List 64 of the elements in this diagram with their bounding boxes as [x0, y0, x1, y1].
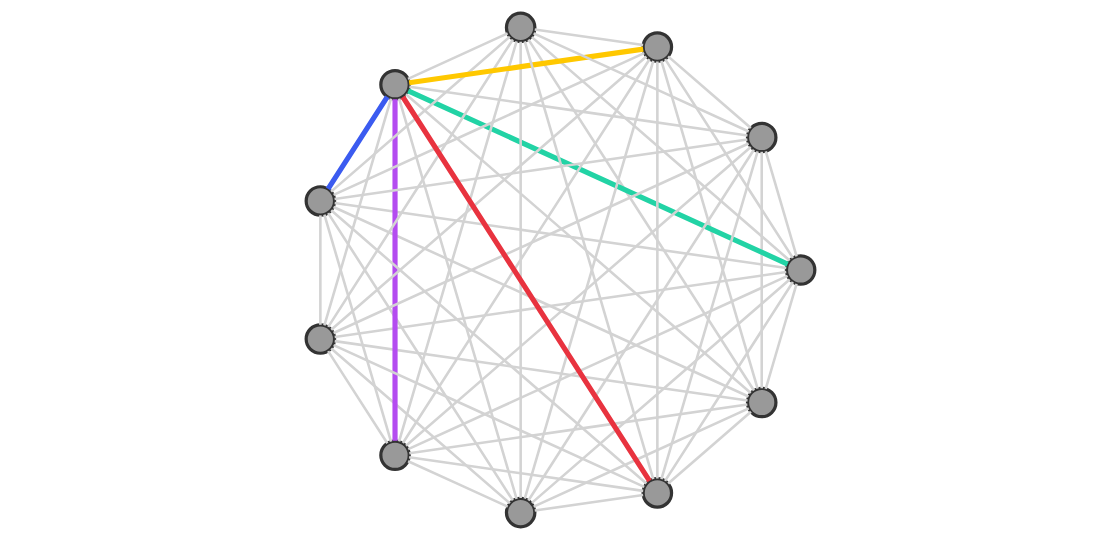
- node-circle: [641, 477, 673, 509]
- node-circle: [745, 121, 778, 154]
- connector: [663, 58, 794, 259]
- connector: [332, 142, 749, 335]
- connector: [329, 347, 511, 505]
- connector: [666, 55, 752, 130]
- connector: [329, 35, 511, 193]
- connector: [659, 60, 759, 389]
- connector: [322, 214, 392, 442]
- connector: [534, 28, 643, 47]
- connector: [333, 138, 748, 201]
- node-circle: [745, 386, 778, 419]
- connector: [655, 61, 659, 479]
- connector: [397, 98, 518, 500]
- connector: [329, 209, 647, 485]
- node-circle: [378, 439, 411, 472]
- connector: [764, 283, 798, 390]
- connector: [666, 410, 752, 485]
- connector: [526, 149, 755, 502]
- node-circle: [784, 254, 816, 286]
- connector: [759, 151, 763, 389]
- connector: [407, 460, 508, 508]
- connector: [404, 146, 752, 447]
- connector: [518, 41, 522, 499]
- connector: [329, 55, 647, 331]
- connector: [334, 201, 786, 270]
- connector: [334, 339, 748, 402]
- connector: [325, 95, 389, 191]
- connector: [326, 350, 388, 444]
- connector: [332, 343, 645, 489]
- connector: [404, 93, 752, 394]
- connector: [532, 407, 749, 508]
- connector: [764, 150, 798, 257]
- node-circle: [641, 31, 673, 63]
- connector: [332, 205, 749, 398]
- connector: [332, 51, 645, 197]
- connector: [391, 99, 398, 441]
- connector: [334, 270, 786, 339]
- node-circle: [378, 68, 411, 101]
- connector: [326, 38, 514, 328]
- node-circle: [304, 323, 336, 355]
- connector: [659, 151, 759, 480]
- connector: [408, 85, 748, 137]
- connector: [534, 493, 643, 512]
- connector: [408, 456, 643, 493]
- node-circle: [504, 496, 536, 529]
- connector: [406, 32, 508, 81]
- connector: [530, 36, 790, 262]
- connector: [318, 215, 322, 325]
- connector: [408, 403, 748, 455]
- connector: [663, 281, 794, 482]
- node-circle: [304, 185, 336, 217]
- connector: [530, 278, 790, 504]
- connector: [408, 46, 644, 86]
- connector: [400, 95, 652, 483]
- connector: [526, 38, 755, 392]
- connector: [406, 88, 789, 267]
- node-circle: [504, 11, 536, 44]
- connector: [407, 274, 788, 451]
- connector: [401, 58, 651, 444]
- connector: [326, 212, 514, 502]
- connector: [397, 40, 518, 442]
- connector: [322, 98, 392, 326]
- connector: [532, 32, 749, 133]
